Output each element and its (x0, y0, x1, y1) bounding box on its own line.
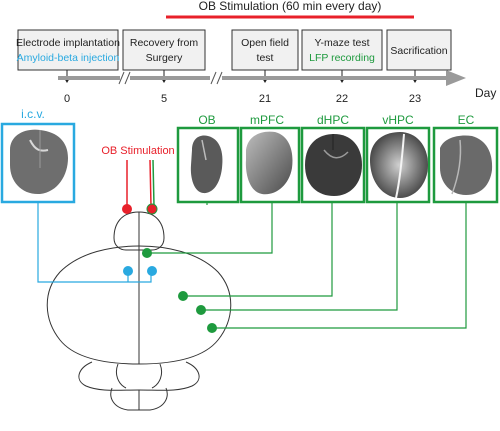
box-line: Surgery (146, 52, 184, 64)
region-panel-mpfc: mPFC (239, 113, 301, 204)
tick-label-23: 23 (409, 93, 421, 105)
box-line: LFP recording (309, 52, 375, 64)
recording-site-dhpc (178, 291, 188, 301)
region-panel-ec: EC (432, 113, 499, 204)
icv-connections (37, 202, 152, 283)
recording-site-vhpc (196, 305, 206, 315)
timeline-box-day22: Y-maze test LFP recording (301, 29, 383, 71)
box-line: Sacrification (390, 45, 447, 57)
box-line: Amyloid-beta injection (17, 52, 120, 64)
brain-outline (46, 211, 232, 411)
region-label-dhpc: dHPC (317, 113, 349, 127)
region-label-vhpc: vHPC (382, 113, 414, 127)
timeline-box-day23: Sacrification (386, 29, 452, 71)
tick-label-22: 22 (336, 93, 348, 105)
region-panel-dhpc: dHPC (300, 113, 366, 204)
recording-connections (147, 202, 467, 329)
timeline-box-day5: Recovery from Surgery (122, 29, 206, 71)
box-line: test (257, 52, 274, 64)
box-line: Open field (241, 37, 289, 49)
region-label-ob: OB (198, 113, 215, 127)
region-label-mpfc: mPFC (250, 113, 284, 127)
recording-site-mpfc (142, 248, 152, 258)
tick-label-0: 0 (64, 93, 70, 105)
tick-label-5: 5 (161, 93, 167, 105)
region-label-ec: EC (458, 113, 475, 127)
timeline-box-day0: Electrode implantation Amyloid-beta inje… (16, 29, 120, 71)
icv-brain-slice (10, 129, 68, 195)
icv-label: i.c.v. (21, 107, 45, 121)
icv-site-left (123, 266, 133, 276)
box-line: Y-maze test (314, 37, 369, 49)
axis-unit-label: Day (475, 86, 496, 100)
timeline-axis (58, 70, 466, 86)
stimulation-title: OB Stimulation (60 min every day) (199, 0, 382, 13)
tick-label-21: 21 (259, 93, 271, 105)
region-panel-vhpc: vHPC (365, 113, 431, 204)
box-line: Electrode implantation (16, 37, 120, 49)
ob-stimulation-label: OB Stimulation (101, 145, 174, 157)
recording-site-ec (207, 323, 217, 333)
timeline-box-day21: Open field test (231, 29, 299, 71)
ob-stimulation-electrodes (122, 159, 158, 215)
region-panel-ob: OB (176, 113, 240, 204)
box-line: Recovery from (130, 37, 199, 49)
icv-site-right (147, 266, 157, 276)
